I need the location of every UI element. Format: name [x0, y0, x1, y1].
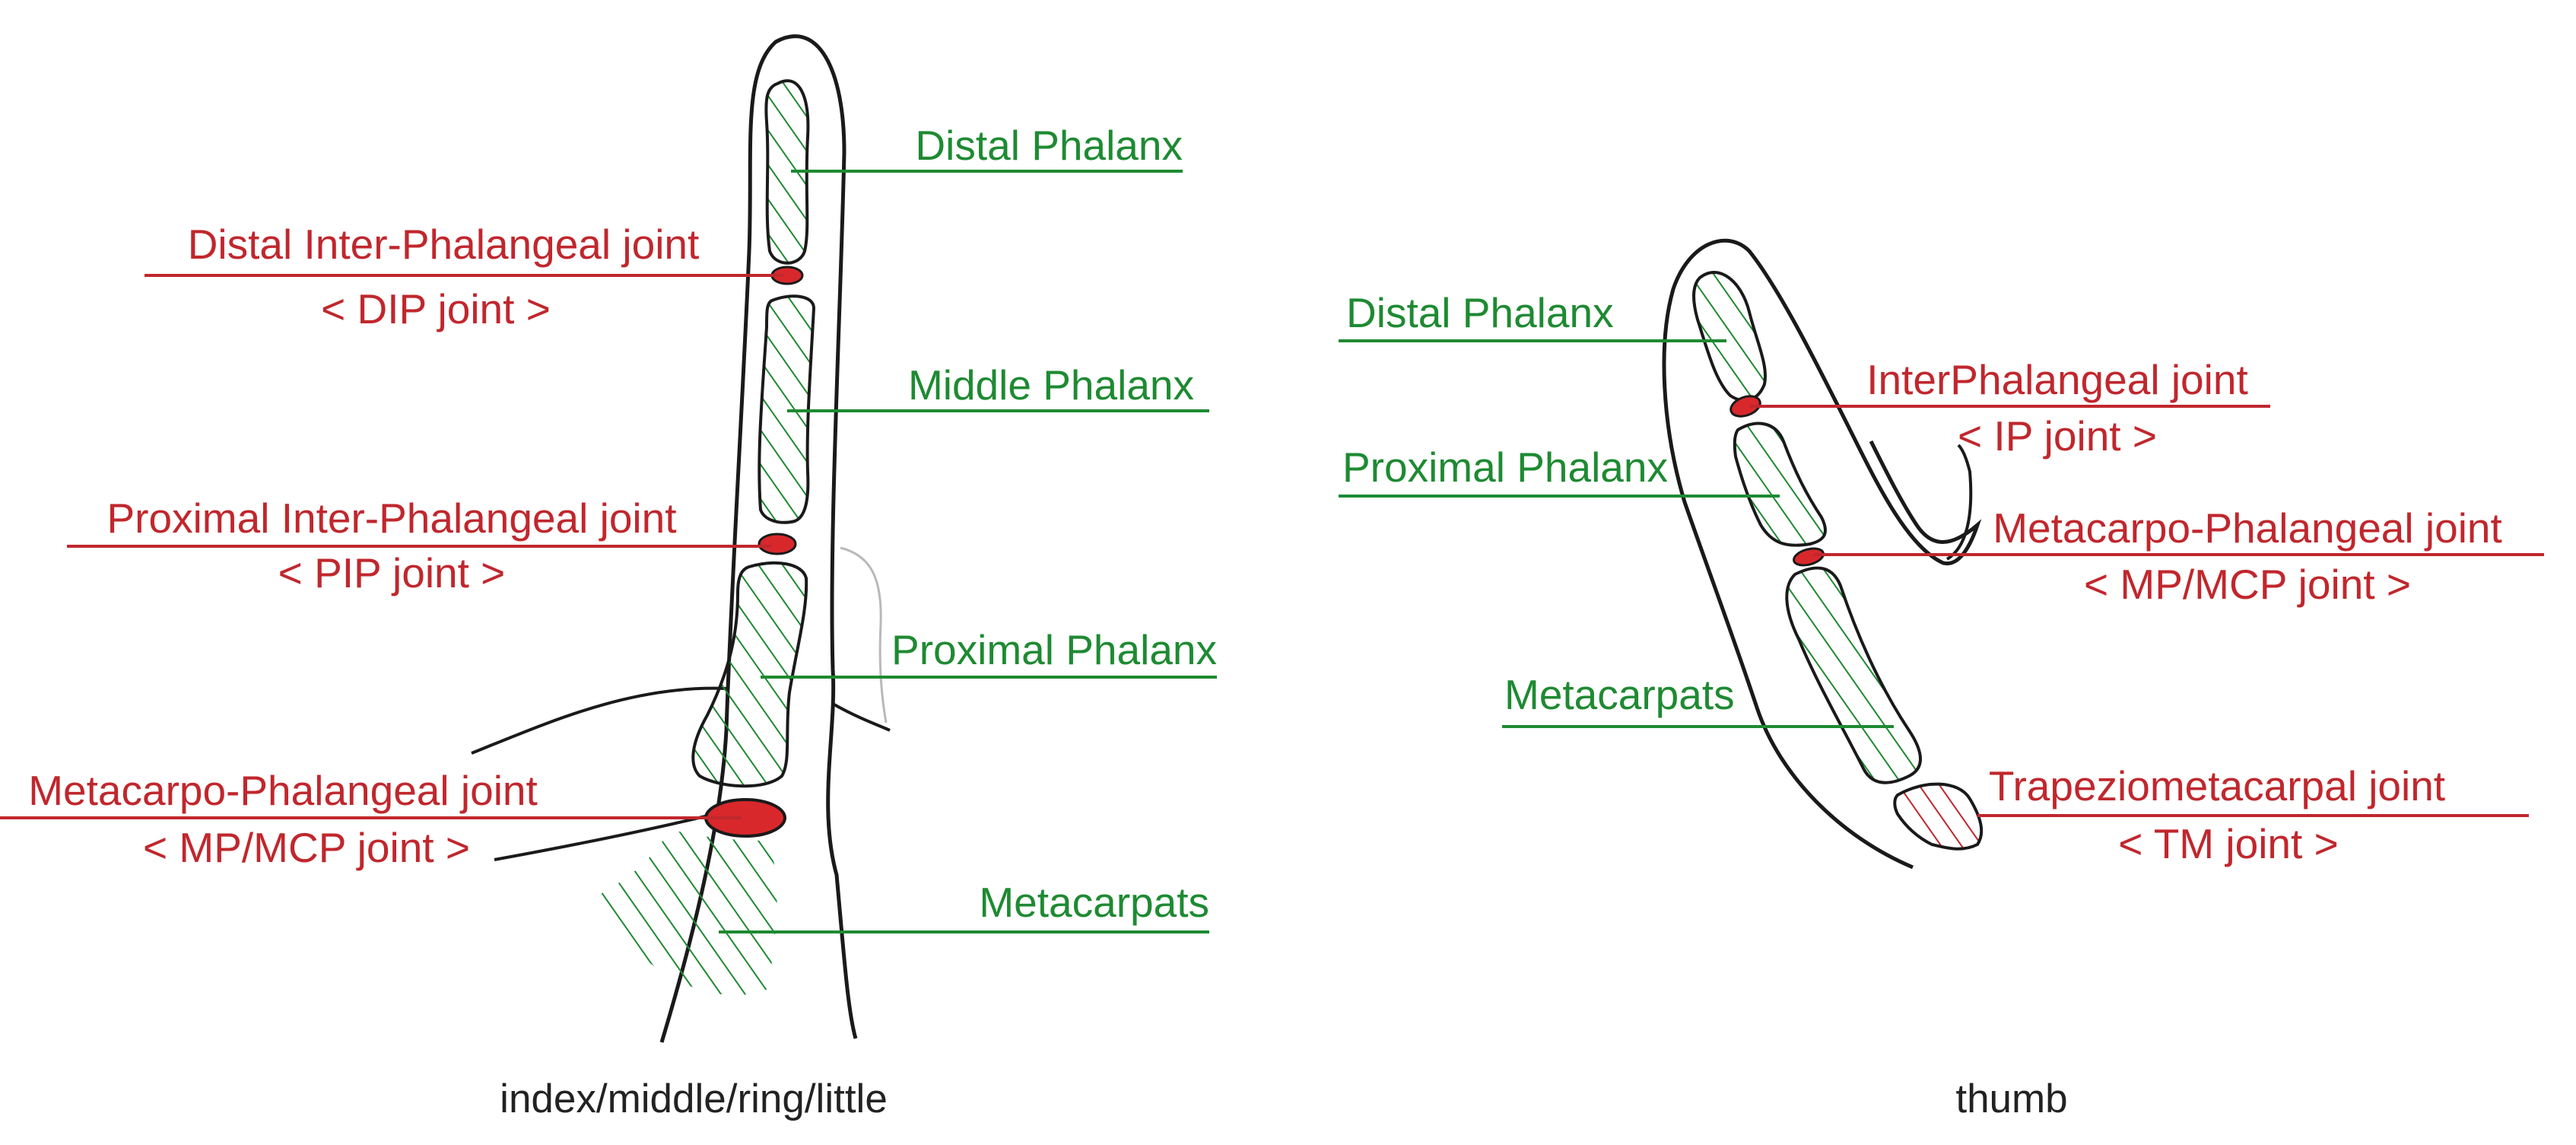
- thumb-distal-phalanx-label: Distal Phalanx: [1346, 289, 1614, 336]
- thumb-mcp-short-label: < MP/MCP joint >: [2084, 561, 2411, 608]
- thumb-proximal-phalanx-label: Proximal Phalanx: [1342, 444, 1668, 491]
- finger-pip-short-label: < PIP joint >: [278, 549, 506, 596]
- thumb-ip-joint: [1730, 395, 1761, 418]
- thumb-mcp-joint: [1793, 547, 1825, 567]
- thumb-metacarpal-bone: [1785, 566, 1922, 784]
- finger-distal-phalanx-bone: [764, 79, 810, 265]
- finger-distal-phalanx-label: Distal Phalanx: [915, 122, 1183, 169]
- finger-proximal-phalanx-bone: [691, 561, 808, 788]
- finger-dip-short-label: < DIP joint >: [321, 285, 551, 332]
- thumb-tm-joint: [1893, 782, 1984, 851]
- finger-middle-phalanx-label: Middle Phalanx: [908, 361, 1194, 409]
- palm-line-left: [471, 686, 727, 755]
- finger-caption: index/middle/ring/little: [500, 1077, 888, 1121]
- finger-middle-phalanx-bone: [758, 294, 816, 524]
- thumb-distal-phalanx-bone: [1692, 271, 1767, 402]
- thumb-nail-line: [1945, 444, 1973, 561]
- thumb-tm-short-label: < TM joint >: [2118, 820, 2338, 867]
- thumb-ip-joint-label: InterPhalangeal joint: [1866, 356, 2247, 403]
- thumb-tm-joint-label: Trapeziometacarpal joint: [1989, 762, 2445, 809]
- thumb-ip-short-label: < IP joint >: [1958, 412, 2157, 460]
- finger-proximal-phalanx-label: Proximal Phalanx: [891, 626, 1217, 673]
- finger-mcp-short-label: < MP/MCP joint >: [143, 824, 470, 871]
- finger-metacarpals-label: Metacarpats: [979, 879, 1209, 926]
- finger-mcp-joint-label: Metacarpo-Phalangeal joint: [28, 767, 538, 814]
- finger-metacarpal-bones: [593, 829, 777, 996]
- thumb-diagram: Distal Phalanx InterPhalangeal joint < I…: [1339, 238, 2544, 1121]
- thumb-caption: thumb: [1955, 1077, 2067, 1121]
- thumb-proximal-phalanx-bone: [1733, 421, 1827, 547]
- finger-pip-joint-label: Proximal Inter-Phalangeal joint: [107, 495, 677, 542]
- finger-pip-joint: [758, 533, 797, 555]
- palm-line-right: [832, 702, 891, 732]
- finger-dip-joint-label: Distal Inter-Phalangeal joint: [188, 221, 700, 268]
- thumb-metacarpals-label: Metacarpats: [1504, 671, 1735, 718]
- thumb-outline: [1662, 238, 1982, 870]
- finger-diagram: Distal Phalanx Distal Inter-Phalangeal j…: [0, 34, 1217, 1121]
- palm-sketch-line: [840, 546, 888, 724]
- thumb-mcp-joint-label: Metacarpo-Phalangeal joint: [1993, 504, 2502, 552]
